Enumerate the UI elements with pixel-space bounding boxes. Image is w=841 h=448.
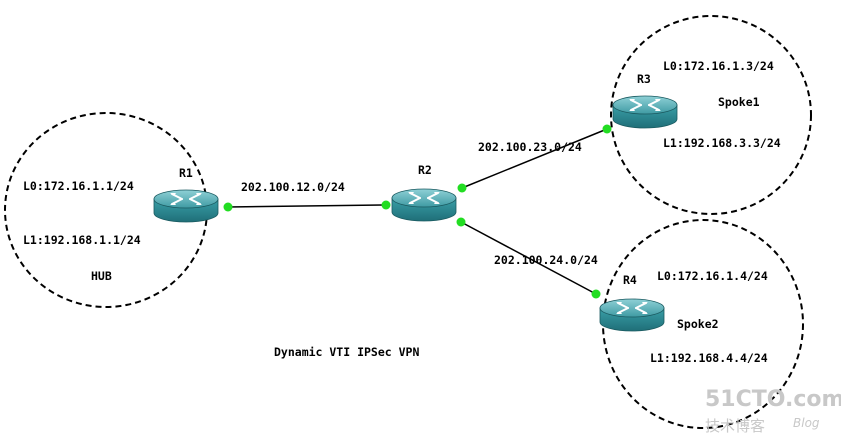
port-dot (456, 217, 466, 227)
spoke2-l0-label: L0:172.16.1.4/24 (657, 269, 768, 283)
port-dot (457, 183, 467, 193)
router-r4-label: R4 (623, 273, 637, 287)
spoke1-l0-label: L0:172.16.1.3/24 (663, 59, 774, 73)
port-dot (223, 202, 233, 212)
spoke1-title: Spoke1 (718, 95, 760, 109)
router-r2-label: R2 (418, 163, 432, 177)
spoke1-l1-label: L1:192.168.3.3/24 (663, 136, 781, 150)
spoke2-title: Spoke2 (677, 317, 719, 331)
link-r2-r3-label: 202.100.23.0/24 (478, 140, 582, 154)
router-r2[interactable] (391, 188, 457, 222)
link-r2-r3 (461, 128, 608, 189)
hub-l1-label: L1:192.168.1.1/24 (23, 233, 141, 247)
hub-l0-label: L0:172.16.1.1/24 (23, 179, 134, 193)
port-dot (591, 289, 601, 299)
port-dot (602, 124, 612, 134)
link-r2-r4 (460, 221, 597, 295)
watermark-blog: Blog (793, 416, 820, 430)
link-r1-r2 (227, 204, 387, 208)
watermark-sub: 技术博客 (705, 417, 765, 435)
diagram-caption: Dynamic VTI IPSec VPN (274, 345, 419, 359)
router-r1[interactable] (153, 189, 219, 223)
spoke2-l1-label: L1:192.168.4.4/24 (650, 351, 768, 365)
link-r1-r2-label: 202.100.12.0/24 (241, 180, 345, 194)
link-r2-r4-label: 202.100.24.0/24 (494, 253, 598, 267)
spoke1-site-circle (610, 15, 812, 215)
router-r3[interactable] (612, 95, 678, 129)
hub-title: HUB (91, 269, 112, 283)
port-dot (381, 200, 391, 210)
router-r4[interactable] (599, 298, 665, 332)
watermark-brand: 51CTO.com (705, 387, 841, 412)
router-r1-label: R1 (179, 166, 193, 180)
router-r3-label: R3 (637, 72, 651, 86)
